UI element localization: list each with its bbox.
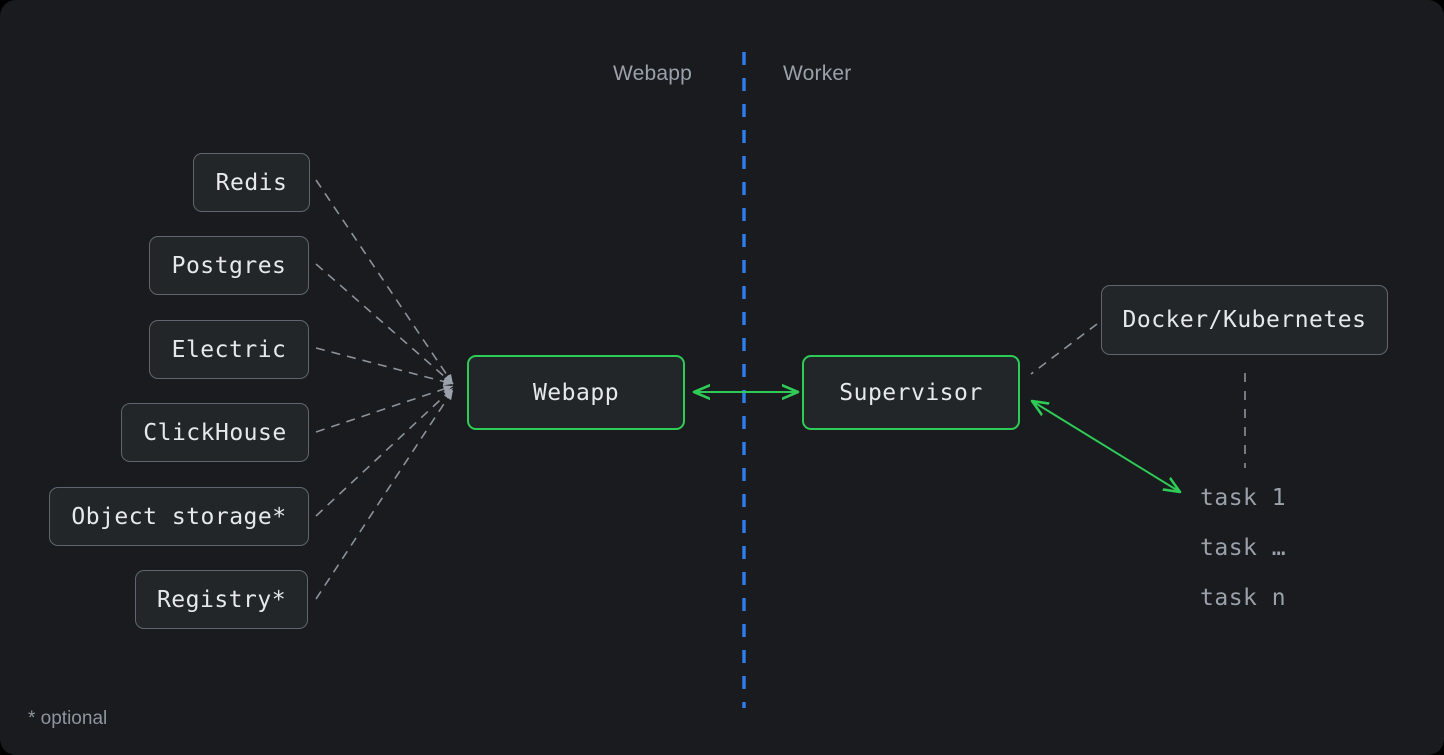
edge-docker-supervisor (1030, 323, 1098, 375)
edge-object-storage-webapp (315, 387, 454, 517)
edge-electric-webapp (315, 347, 454, 386)
node-object-storage[interactable]: Object storage* (49, 487, 309, 546)
lane-label-worker: Worker (783, 62, 852, 85)
node-docker-kubernetes[interactable]: Docker/Kubernetes (1101, 285, 1388, 355)
task-label-1: task 1 (1200, 485, 1287, 511)
node-registry[interactable]: Registry* (135, 570, 308, 629)
edge-postgres-webapp (315, 263, 454, 385)
node-electric[interactable]: Electric (149, 320, 309, 379)
node-redis[interactable]: Redis (193, 153, 310, 212)
node-webapp[interactable]: Webapp (467, 355, 685, 430)
task-label-n: task n (1200, 585, 1287, 611)
edge-redis-webapp (315, 179, 454, 385)
lane-label-webapp: Webapp (613, 62, 693, 85)
node-postgres[interactable]: Postgres (149, 236, 309, 295)
edge-supervisor-tasks (1032, 401, 1180, 492)
optional-footnote: * optional (28, 708, 108, 729)
edge-registry-webapp (315, 389, 454, 600)
node-clickhouse[interactable]: ClickHouse (121, 403, 309, 462)
dependency-edges (315, 179, 454, 600)
task-label-ellipsis: task … (1200, 535, 1287, 561)
node-supervisor[interactable]: Supervisor (802, 355, 1020, 430)
edge-clickhouse-webapp (315, 385, 454, 433)
